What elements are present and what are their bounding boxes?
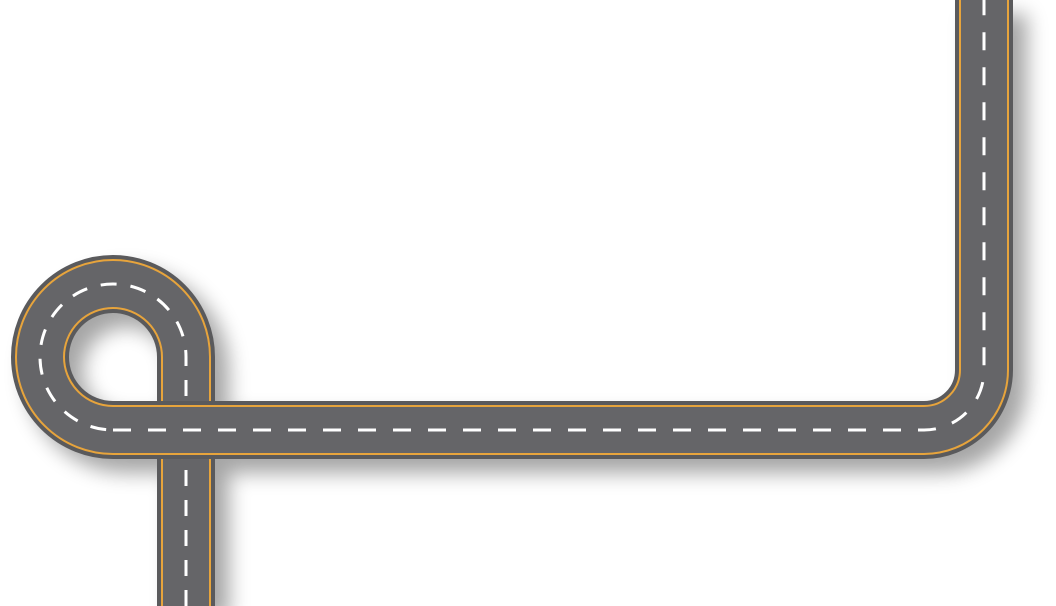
center-dash-line — [38, 282, 188, 606]
road-main-segment — [113, 0, 1013, 459]
center-dash-line — [113, 0, 986, 432]
road-loop-segment — [11, 255, 215, 606]
